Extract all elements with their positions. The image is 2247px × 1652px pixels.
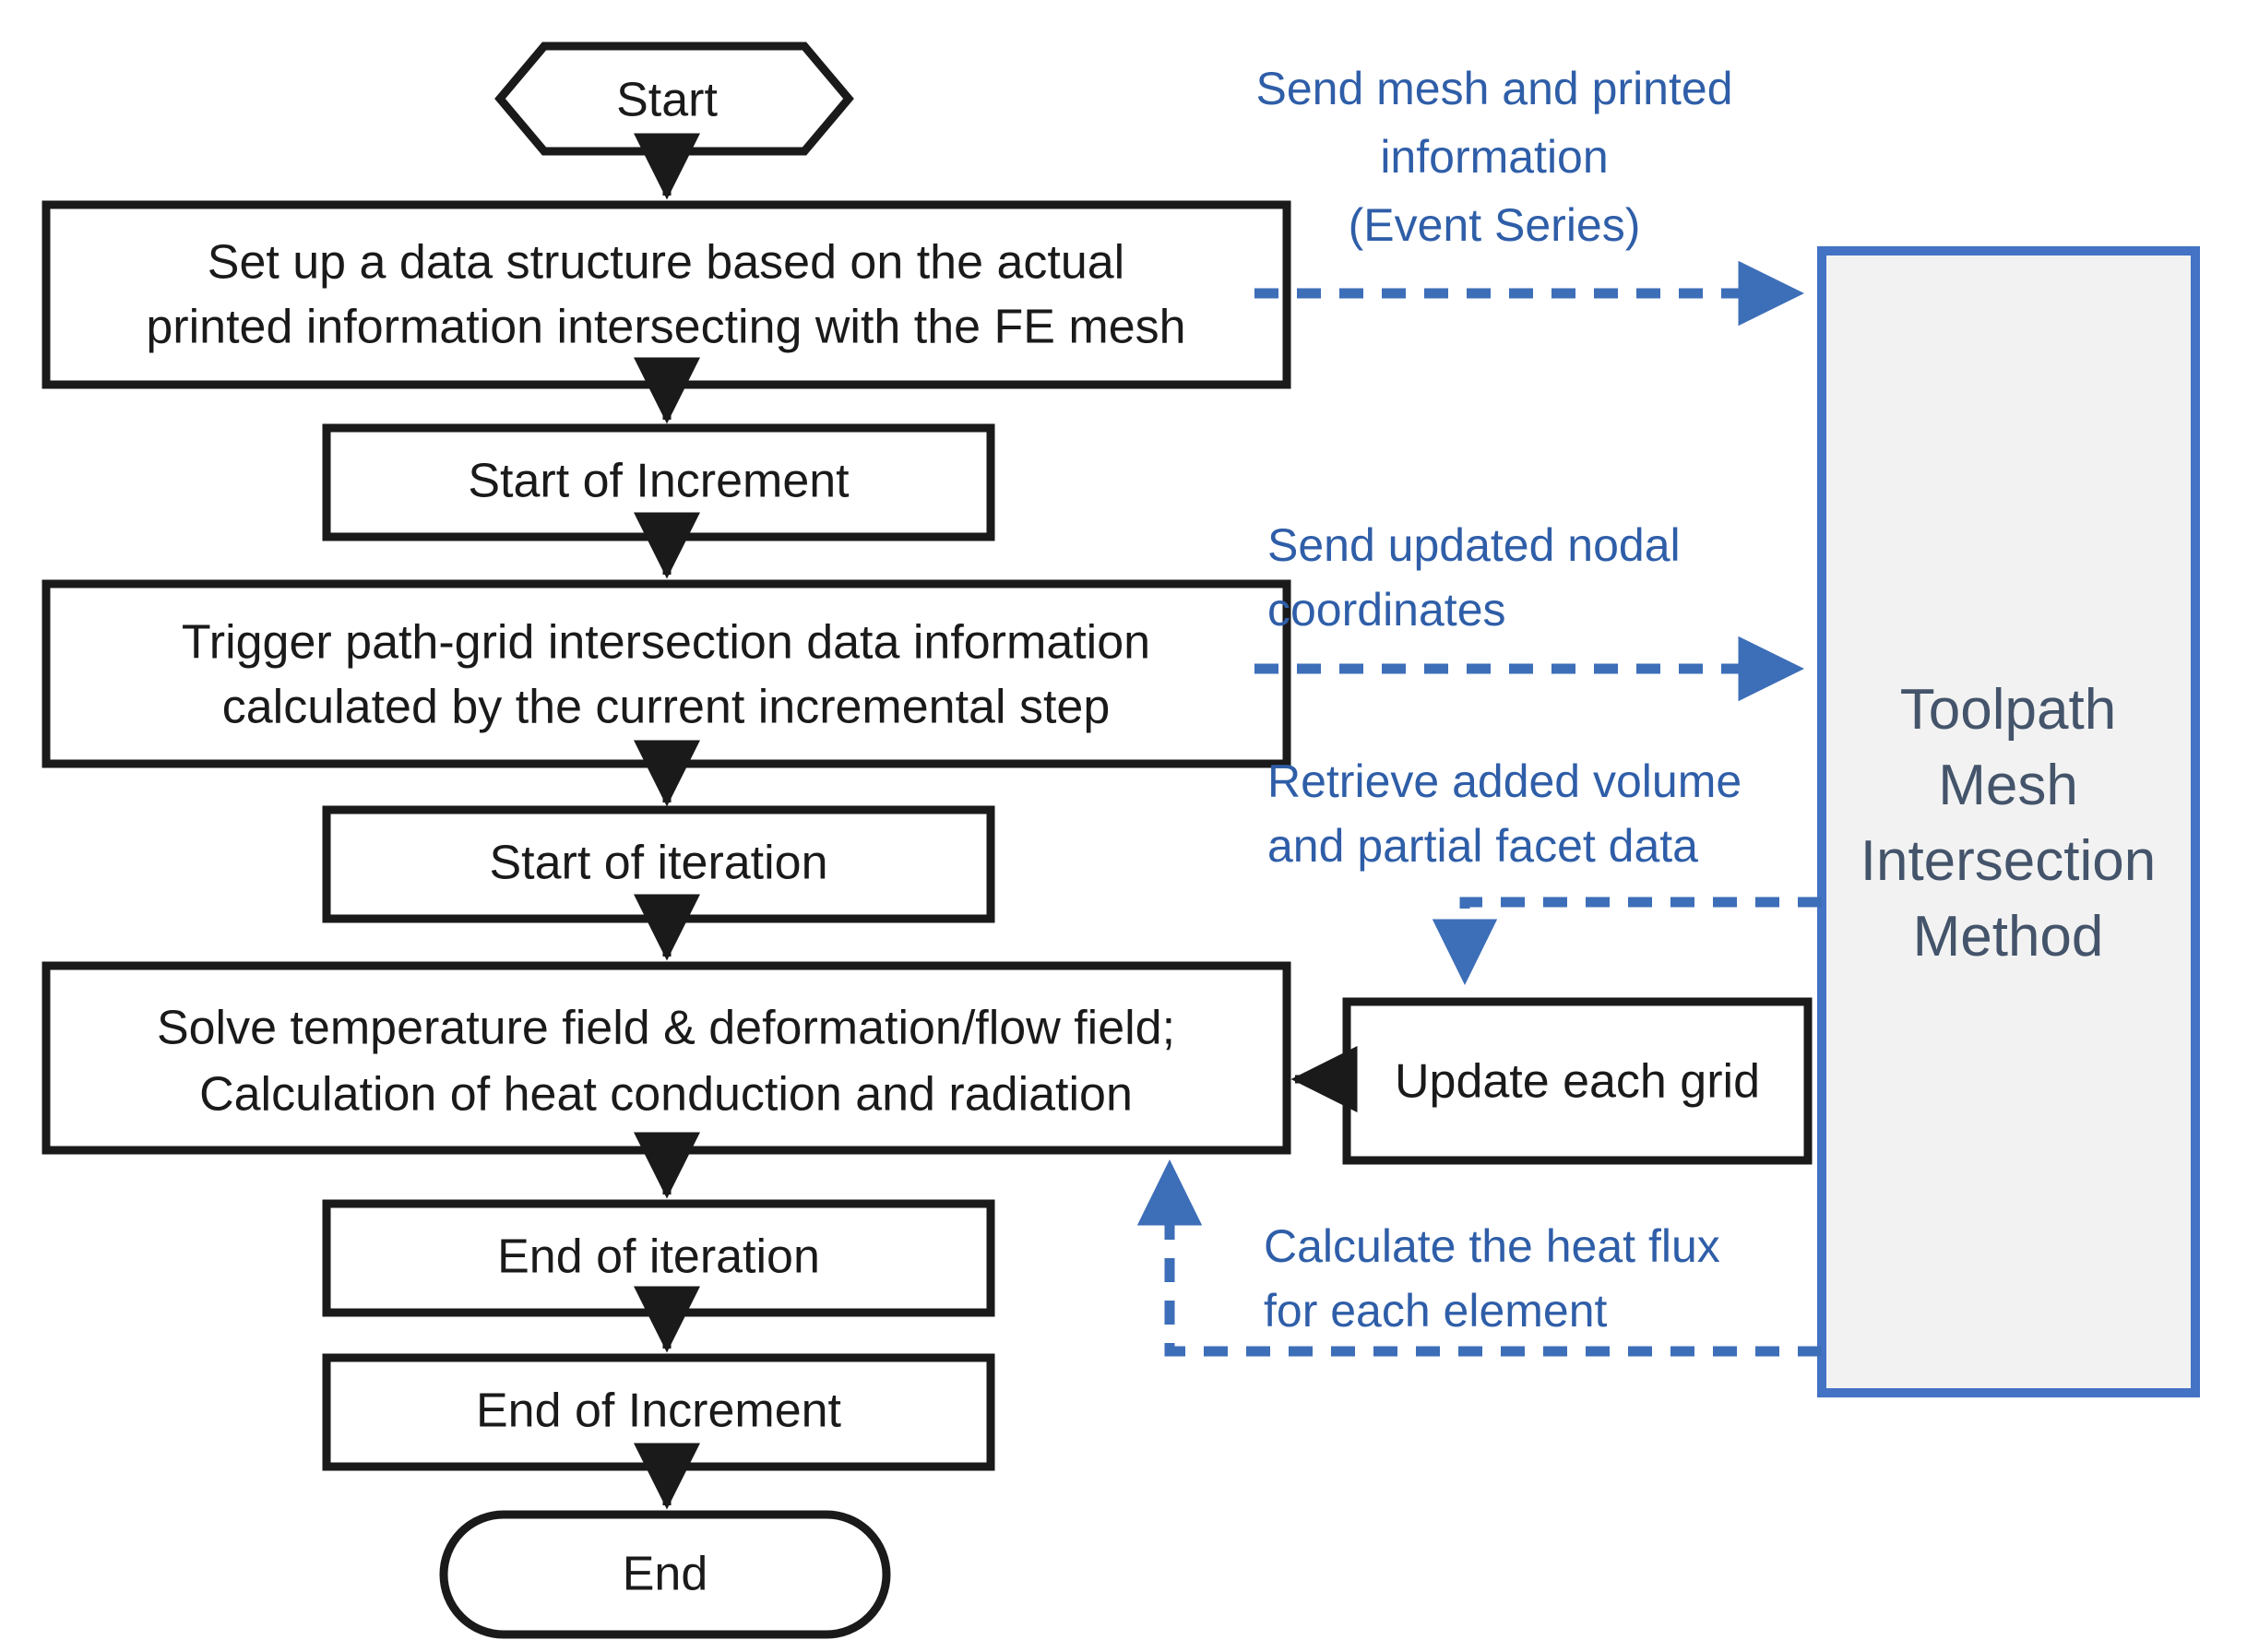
start-node-label: Start	[616, 74, 718, 127]
panel-line-0: Toolpath	[1900, 678, 2116, 742]
start-node-shape[interactable]	[494, 42, 854, 156]
annotation-send-mesh-line-0: Send mesh and printed	[1255, 63, 1732, 114]
annotation-heat-flux-line-0: Calculate the heat flux	[1264, 1220, 1720, 1272]
annotation-retrieve-volume-line-1: and partial facet data	[1267, 820, 1698, 872]
annotation-retrieve-volume-line-0: Retrieve added volume	[1267, 755, 1742, 807]
node-trigger-path-grid[interactable]	[42, 579, 1291, 768]
node-solve-line-1: Calculation of heat conduction and radia…	[199, 1068, 1133, 1122]
node-setup-data-structure[interactable]	[42, 200, 1291, 389]
end-node-label: End	[623, 1548, 708, 1601]
node-update-grid-label: Update each grid	[1395, 1055, 1760, 1109]
node-trigger-line-1: calculated by the current incremental st…	[222, 681, 1111, 734]
dashed-connector-retrieve-volume	[1432, 897, 1822, 985]
dashed-connector-calculate-heat-flux	[1136, 1159, 1822, 1357]
panel-line-3: Method	[1913, 905, 2104, 969]
panel-line-2: Intersection	[1861, 829, 2157, 893]
annotation-send-mesh-line-1: information	[1380, 131, 1608, 183]
end-node-shape[interactable]	[439, 1510, 891, 1639]
node-update-each-grid[interactable]	[1342, 997, 1813, 1165]
node-setup-line-1: printed information intersecting with th…	[146, 301, 1185, 354]
node-end-iteration-label: End of iteration	[497, 1230, 820, 1284]
node-end-increment-label: End of Increment	[476, 1385, 842, 1438]
node-setup-line-0: Set up a data structure based on the act…	[208, 236, 1124, 290]
panel-line-1: Mesh	[1938, 754, 2078, 817]
annotation-nodal-coords-line-1: coordinates	[1267, 584, 1506, 636]
annotation-send-mesh-line-2: (Event Series)	[1349, 199, 1641, 251]
toolpath-mesh-intersection-panel	[1817, 246, 2200, 1397]
node-start-increment-label: Start of Increment	[468, 455, 850, 508]
node-solve-line-0: Solve temperature field & deformation/fl…	[157, 1002, 1175, 1055]
node-start-iteration-label: Start of iteration	[489, 837, 827, 890]
node-solve-fields[interactable]	[42, 961, 1291, 1155]
node-trigger-line-0: Trigger path-grid intersection data info…	[182, 616, 1150, 670]
annotation-nodal-coords-line-0: Send updated nodal	[1267, 519, 1681, 571]
annotation-heat-flux-line-1: for each element	[1264, 1285, 1608, 1337]
